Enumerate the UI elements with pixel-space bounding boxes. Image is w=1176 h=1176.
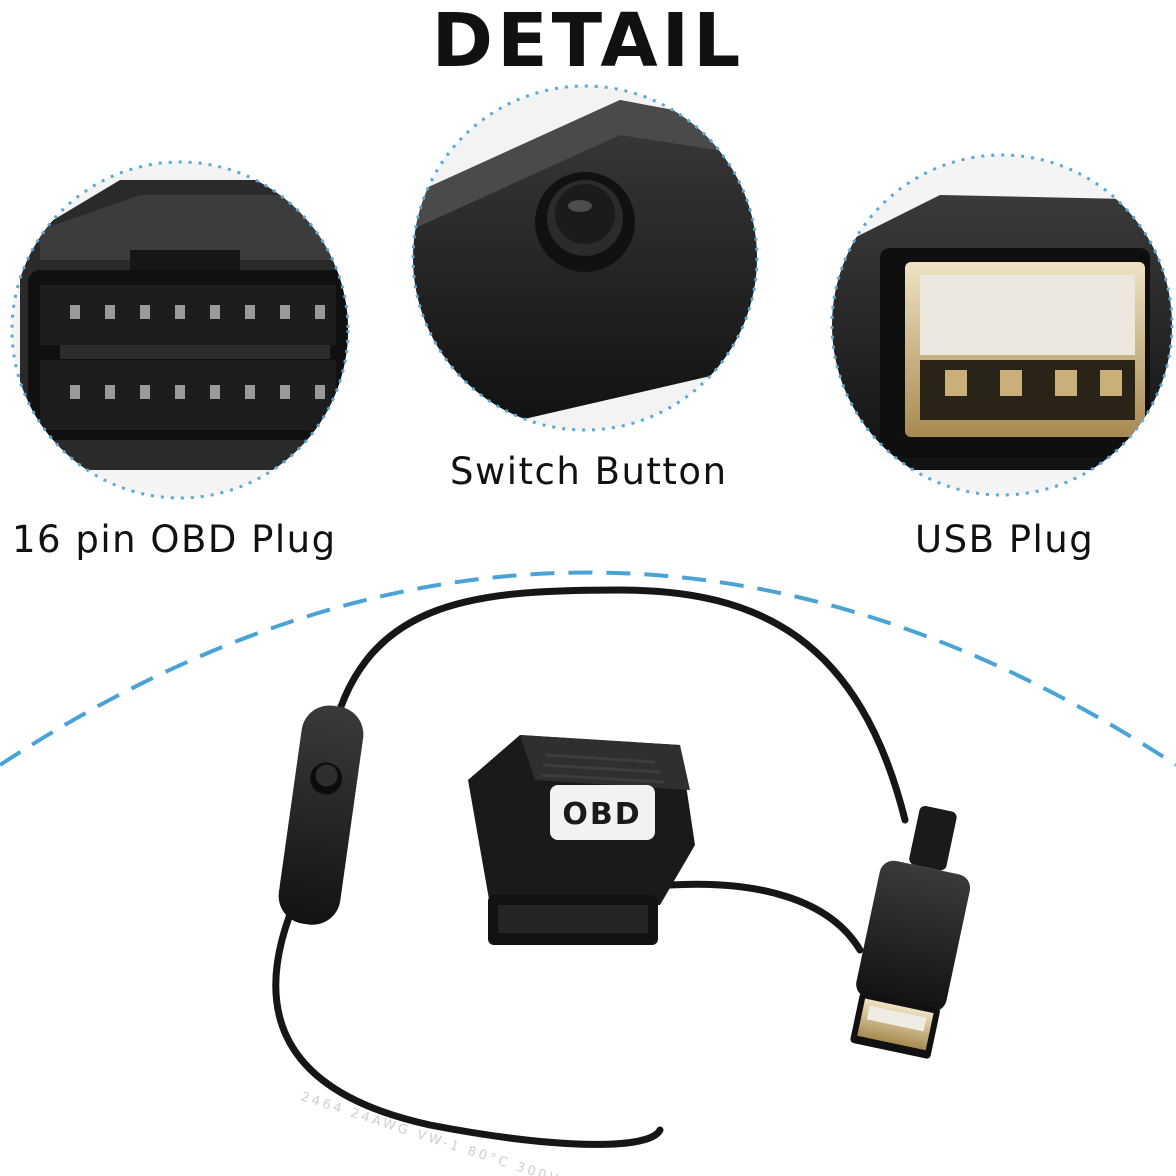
- switch-button-label: Switch Button: [450, 450, 728, 493]
- cable-top: [326, 586, 909, 824]
- usb-plug-label: USB Plug: [915, 518, 1095, 561]
- obd-plug-label: 16 pin OBD Plug: [12, 518, 337, 561]
- usb-plug-closeup: [830, 153, 1174, 497]
- switch-button-closeup: [411, 84, 759, 432]
- page-title: DETAIL: [431, 0, 745, 84]
- inline-switch: [278, 705, 364, 925]
- obd-usb-cable-product: OBD 2464 24AWG VW-1 80°C 300V RC: [272, 586, 971, 1176]
- obd-marking: OBD: [562, 797, 641, 832]
- usb-female-connector: [850, 805, 971, 1059]
- cable-obd-usb: [666, 880, 864, 954]
- obd-connector: OBD: [468, 735, 695, 945]
- obd-plug-closeup: [10, 160, 350, 500]
- cable-bottom: [272, 886, 664, 1148]
- cable-print: 2464 24AWG VW-1 80°C 300V RC: [299, 1090, 592, 1176]
- dashed-arc: [0, 570, 1176, 767]
